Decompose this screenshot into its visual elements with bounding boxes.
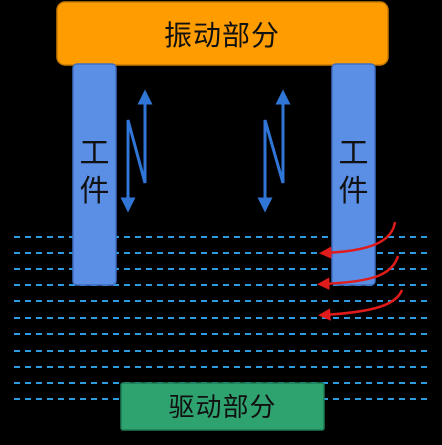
vibration-part: 振动部分 bbox=[56, 1, 389, 66]
drive-part-label: 驱动部分 bbox=[168, 393, 276, 423]
workpiece-left-char-top: 工 bbox=[80, 136, 110, 171]
vibration-arrow-right bbox=[257, 89, 291, 213]
workpiece-right-char-bottom: 件 bbox=[339, 174, 369, 209]
workpiece-left-box bbox=[72, 63, 117, 286]
curved-arrow-icon bbox=[317, 255, 400, 290]
zigzag-arrow-icon bbox=[120, 89, 153, 213]
workpiece-left-char-bottom: 件 bbox=[80, 174, 110, 209]
vibration-arrow-left bbox=[120, 89, 153, 213]
workpiece-right-box bbox=[331, 63, 376, 286]
drive-part-box bbox=[120, 382, 325, 431]
workpiece-right-char-top: 工 bbox=[339, 136, 369, 171]
vibration-part-box bbox=[56, 1, 389, 66]
workpiece-left: 工 件 bbox=[72, 63, 117, 286]
curved-arrow-icon bbox=[319, 221, 397, 259]
zigzag-arrow-icon bbox=[257, 89, 291, 213]
curved-arrow-icon bbox=[318, 289, 404, 321]
workpiece-right: 工 件 bbox=[331, 63, 376, 286]
flow-arrows bbox=[317, 221, 404, 321]
vibration-part-label: 振动部分 bbox=[164, 19, 280, 52]
drive-part: 驱动部分 bbox=[120, 382, 325, 431]
